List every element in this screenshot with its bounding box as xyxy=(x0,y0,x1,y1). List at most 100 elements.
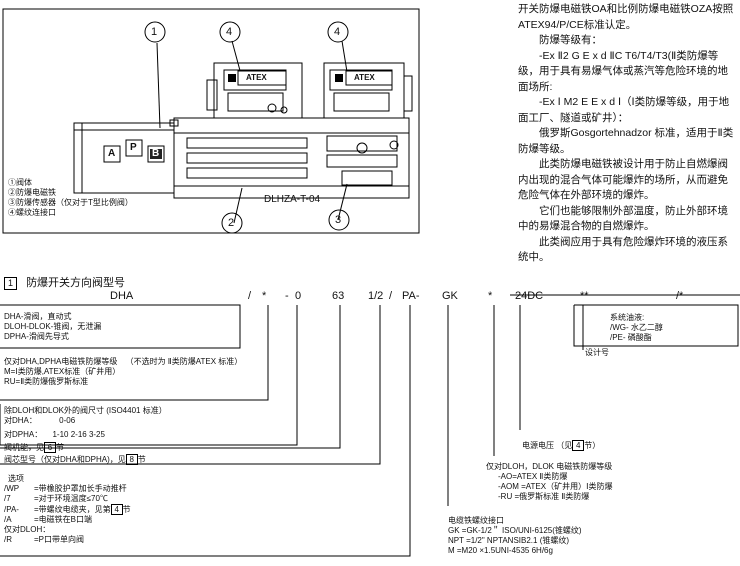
model-code: DHA / * - 0 63 1/2 / PA- GK * 24DC ** /* xyxy=(0,290,740,304)
option-code: /A xyxy=(4,515,12,524)
option-desc: =对于环境温度≤70℃ xyxy=(34,494,108,503)
code-part: /* xyxy=(676,290,684,302)
function-ref: 6 xyxy=(44,442,56,453)
section-header: 1 防爆开关方向阀型号 xyxy=(4,274,125,290)
model-label: DLHZA-T-04 xyxy=(264,194,321,205)
legend-item: ③防爆传感器（仅对于T型比例阀） xyxy=(8,198,133,207)
callout-4b: 4 xyxy=(334,26,341,38)
code-part: 24DC xyxy=(515,290,544,302)
callout-3: 3 xyxy=(335,214,342,226)
cable-item: M =M20 ×1.5UNI-4535 6H/6g xyxy=(448,546,553,555)
desc-paragraph: 此类防爆电磁铁被设计用于防止自燃爆阀内出现的混合气体可能爆炸的场所，从而避免危险… xyxy=(518,158,728,201)
fluid-notes: 系统油液: /WG- 水乙二醇 /PE- 磷酸酯 xyxy=(610,313,663,343)
option-desc: =P口带单向阀 xyxy=(34,535,85,544)
size-dpha-value: 1-10 2-16 3-25 xyxy=(52,430,105,439)
legend-item: ②防爆电磁铁 xyxy=(8,188,56,197)
valve-type-item: DLOH-DLOK-锥阀，无泄漏 xyxy=(4,322,102,331)
diagram-frame xyxy=(2,8,420,234)
dloh-notes: 仅对DLOH，DLOK 电磁铁防爆等级 -AO=ATEX Ⅱ类防爆 -AOM =… xyxy=(486,462,612,502)
desc-paragraph: 防爆等级有： xyxy=(539,34,602,46)
code-part: / xyxy=(248,290,252,302)
desc-paragraph: -Ex Ⅱ2 G E x d ⅡC T6/T4/T3(Ⅱ类防爆等级，用于具有易爆… xyxy=(518,49,728,93)
desc-paragraph: 它们也能够限制外部温度，防止外部环境中的易爆混合物的自燃爆炸。 xyxy=(518,204,728,233)
options-head: 选项 xyxy=(8,474,24,483)
port-p-label: P xyxy=(130,142,137,153)
code-part: * xyxy=(488,290,493,302)
code-part: ** xyxy=(580,290,589,302)
function-suffix: 节 xyxy=(56,443,64,452)
option-ref: 4 xyxy=(110,504,123,515)
desc-paragraph: 俄罗斯Gosgortehnadzor 标准，适用于Ⅱ类防爆等级。 xyxy=(518,127,734,155)
option-desc: =带螺纹电缆夹，见第 xyxy=(34,505,111,514)
option-code: /7 xyxy=(4,494,11,503)
valve-type-item: DPHA-滑阀先导式 xyxy=(4,332,69,341)
diagram-legend: ①阀体 ②防爆电磁铁 ③防爆传感器（仅对于T型比例阀） ④螺纹连接口 xyxy=(8,178,133,218)
section-title: 防爆开关方向阀型号 xyxy=(26,277,126,289)
size-dpha-label: 对DPHA： xyxy=(4,430,43,439)
valve-type-item: DHA-滑阀，直动式 xyxy=(4,312,72,321)
code-part: - xyxy=(285,290,289,302)
brand-label-right: ATEX xyxy=(354,73,375,82)
explosion-item: M=Ⅰ类防爆,ATEX标准（矿井用） xyxy=(4,367,121,376)
code-part: DHA xyxy=(110,290,134,302)
option-code: /WP xyxy=(4,484,20,493)
port-a-label: A xyxy=(108,148,116,159)
callout-4a: 4 xyxy=(226,26,233,38)
legend-item: ①阀体 xyxy=(8,178,32,187)
desc-paragraph: -Ex Ⅰ M2 E E x d Ⅰ（Ⅰ类防爆等级，用于地面工厂、隧道或矿井）： xyxy=(518,96,730,124)
size-dha-label: 对DHA： xyxy=(4,416,37,425)
voltage-suffix: 节） xyxy=(584,441,601,450)
valve-diagram: 1 4 4 2 3 A P B ATEX ATEX DLHZA-T-04 ①阀体… xyxy=(2,8,420,234)
brand-label-left: ATEX xyxy=(246,73,267,82)
option-desc: =电磁铁在B口端 xyxy=(34,515,93,524)
code-part: GK xyxy=(442,290,458,302)
section-number: 1 xyxy=(4,277,17,290)
explosion-notes: 仅对DHA,DPHA电磁铁防爆等级 （不选时为 Ⅱ类防爆ATEX 标准） M=Ⅰ… xyxy=(4,357,242,387)
callout-1: 1 xyxy=(151,26,158,38)
code-part: PA- xyxy=(402,290,420,302)
size-dha-value: 0-06 xyxy=(59,416,76,425)
spool-prefix: 阀芯型号（仅对DHA和DPHA)，见 xyxy=(4,455,126,464)
fluid-item: /PE- 磷酸酯 xyxy=(610,333,652,342)
cable-head: 电缆铁螺纹接口 xyxy=(448,516,504,525)
callout-2: 2 xyxy=(228,217,235,229)
options-notes: 选项 /WP =带橡胶护罩加长手动推杆 /7 =对于环境温度≤70℃ /PA- =带螺… xyxy=(4,474,131,545)
voltage-prefix: 电源电压 （见 xyxy=(522,441,573,450)
dloh-head: 仅对DLOH，DLOK 电磁铁防爆等级 xyxy=(486,462,613,471)
valve-type-notes: DHA-滑阀，直动式 DLOH-DLOK-锥阀，无泄漏 DPHA-滑阀先导式 xyxy=(4,312,101,342)
spool-suffix: 节 xyxy=(137,455,146,464)
option-desc: =带橡胶护罩加长手动推杆 xyxy=(34,484,127,493)
desc-paragraph: 此类阀应用于具有危险爆炸环境的液压系统中。 xyxy=(518,235,728,264)
option-code: /R xyxy=(4,535,12,544)
dloh-item: -AOM =ATEX（矿井用）Ⅰ类防爆 xyxy=(498,482,613,491)
cable-item: GK =GK-1/2＂ ISO/UNI-6125(锥螺纹) xyxy=(448,526,582,535)
cable-item: NPT =1/2" NPTANSIB2.1 (锥螺纹) xyxy=(448,536,570,545)
size-notes: 除DLOH和DLOK外的阀尺寸 (ISO4401 标准） 对DHA： 0-06 … xyxy=(4,406,167,440)
fluid-item: /WG- 水乙二醇 xyxy=(610,323,663,332)
explosion-item: RU=Ⅱ类防爆俄罗斯标准 xyxy=(4,377,89,386)
voltage-ref: 4 xyxy=(572,440,585,451)
spool-ref: 8 xyxy=(125,454,138,465)
dloh-item: -AO=ATEX Ⅱ类防爆 xyxy=(498,472,568,481)
function-prefix: 阀机能，见 xyxy=(4,443,44,452)
explosion-head: 仅对DHA,DPHA电磁铁防爆等级 xyxy=(4,357,118,366)
code-part: 1/2 xyxy=(368,290,384,302)
explosion-default-note: （不选时为 Ⅱ类防爆ATEX 标准） xyxy=(125,357,243,366)
code-part: * xyxy=(262,290,267,302)
option-suffix: 节 xyxy=(122,505,131,514)
cable-notes: 电缆铁螺纹接口 GK =GK-1/2＂ ISO/UNI-6125(锥螺纹) NP… xyxy=(448,516,582,556)
options-dloh-head: 仅对DLOH： xyxy=(4,525,51,534)
code-part: 63 xyxy=(332,290,345,302)
description-column: 开关防爆电磁铁OA和比例防爆电磁铁OZA按照ATEX94/P/CE标准认定。 防… xyxy=(518,2,738,266)
option-code: /PA- xyxy=(4,505,19,514)
legend-item: ④螺纹连接口 xyxy=(8,208,56,217)
valve-drawing xyxy=(2,8,420,234)
desc-paragraph: 开关防爆电磁铁OA和比例防爆电磁铁OZA按照ATEX94/P/CE标准认定。 xyxy=(518,3,734,31)
code-part: / xyxy=(389,290,393,302)
fluid-title: 系统油液: xyxy=(610,313,645,322)
size-head: 除DLOH和DLOK外的阀尺寸 (ISO4401 标准） xyxy=(4,406,167,415)
dloh-item: -RU =俄罗斯标准 Ⅱ类防爆 xyxy=(498,492,590,501)
